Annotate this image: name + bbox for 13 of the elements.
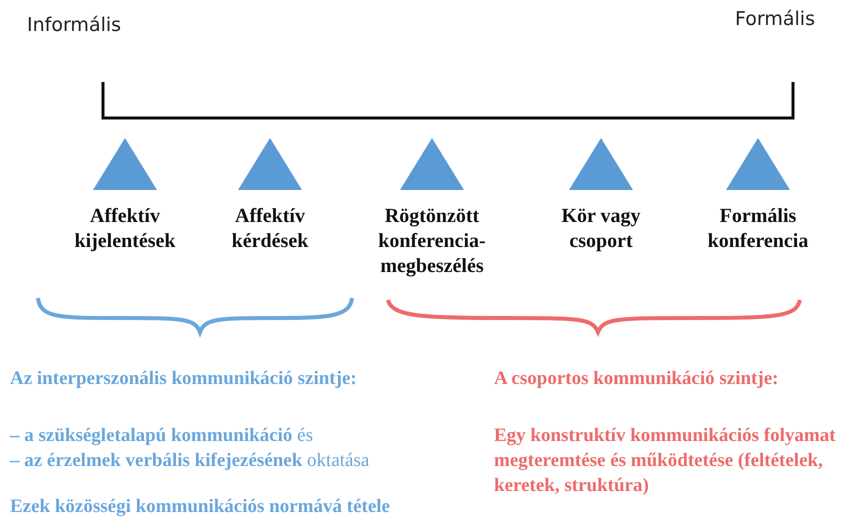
- scale-end-label: Informális: [27, 14, 122, 36]
- heading: A csoportos kommunikáció szintje:: [494, 367, 778, 391]
- scale-end-label: Formális: [735, 8, 815, 30]
- paragraph: Egy konstruktív kommunikációs folyamat megteremtése és működtetése (feltételek, keretek, struktúra): [494, 424, 837, 498]
- heading: Az interperszonális kommunikáció szintje:: [10, 367, 357, 391]
- item-label: Affektív kijelentések: [73, 204, 177, 254]
- item-label: Formális konferencia: [706, 204, 810, 254]
- list-item: – a szükségletalapú kommunikáció és: [10, 424, 313, 448]
- item-label: Affektív kérdések: [230, 204, 310, 254]
- item-label: Rögtönzött konferencia-megbeszélés: [377, 204, 487, 279]
- list-item: – az érzelmek verbális kifejezésének oktatása: [10, 449, 370, 473]
- item-label: Kör vagy csoport: [560, 204, 642, 254]
- note: Ezek közösségi kommunikációs normává tétele: [10, 495, 390, 519]
